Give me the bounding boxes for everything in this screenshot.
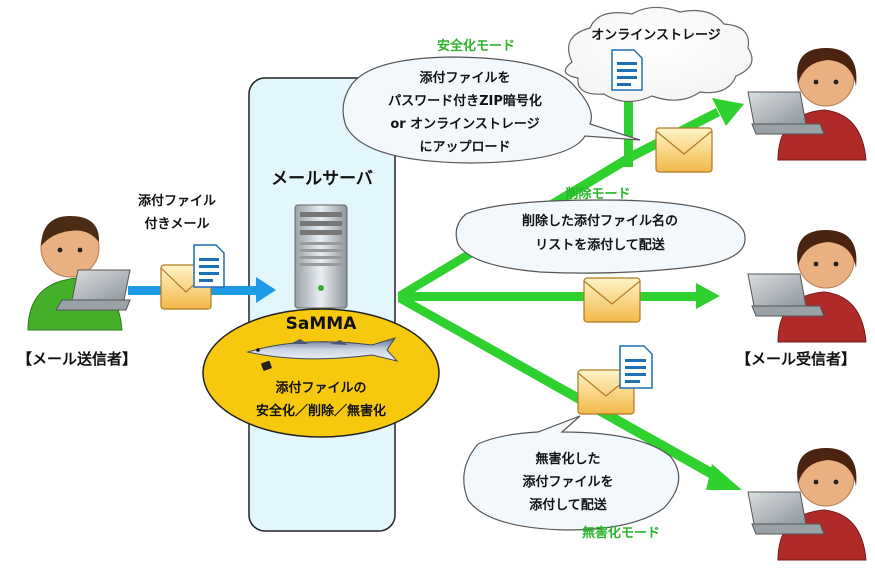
sender-note-line1: 添付ファイル	[138, 193, 216, 209]
receiver-person-icon	[747, 448, 867, 561]
delete-mode-line1: 削除した添付ファイル名の	[522, 213, 678, 229]
receiver-person-icon	[747, 48, 867, 161]
document-icon	[619, 345, 653, 389]
receiver-person-icon	[747, 230, 867, 343]
safe-mode-line2: パスワード付きZIP暗号化	[388, 93, 542, 109]
delete-mode-line2: リストを添付して配送	[535, 237, 666, 253]
mail-server-title: メールサーバ	[271, 169, 373, 189]
sanitize-mode-line3: 添付して配送	[529, 497, 608, 513]
online-storage-label: オンラインストレージ	[591, 28, 720, 43]
sender-note-line2: 付きメール	[144, 216, 209, 232]
safe-mode-callout	[342, 56, 641, 164]
sender-label: 【メール送信者】	[17, 350, 137, 368]
safe-mode-line3: or オンラインストレージ	[390, 117, 539, 132]
sender-person-icon	[27, 216, 131, 331]
delete-mode-label: 削除モード	[565, 186, 630, 202]
server-icon	[294, 204, 348, 309]
envelope-icon	[655, 127, 713, 173]
safe-mode-line4: にアップロード	[419, 140, 510, 155]
samma-title: SaMMA	[286, 314, 358, 334]
samma-ellipse	[202, 308, 440, 438]
safe-mode-line1: 添付ファイルを	[419, 70, 510, 86]
sanitize-mode-line2: 添付ファイルを	[522, 474, 613, 490]
receiver-label: 【メール受信者】	[736, 350, 856, 368]
document-icon	[193, 244, 225, 288]
document-icon	[611, 49, 643, 91]
delete-mode-callout	[455, 199, 746, 274]
samma-feature-line1: 添付ファイルの	[275, 380, 366, 396]
saury-fish-icon	[246, 337, 399, 371]
sanitize-mode-label: 無害化モード	[582, 525, 660, 541]
online-storage-cloud	[564, 6, 753, 103]
samma-feature-line2: 安全化／削除／無害化	[256, 403, 386, 419]
sanitize-mode-line1: 無害化した	[535, 451, 600, 467]
envelope-icon	[583, 277, 641, 323]
sanitize-mode-callout	[463, 415, 680, 531]
safe-mode-label: 安全化モード	[437, 38, 515, 54]
